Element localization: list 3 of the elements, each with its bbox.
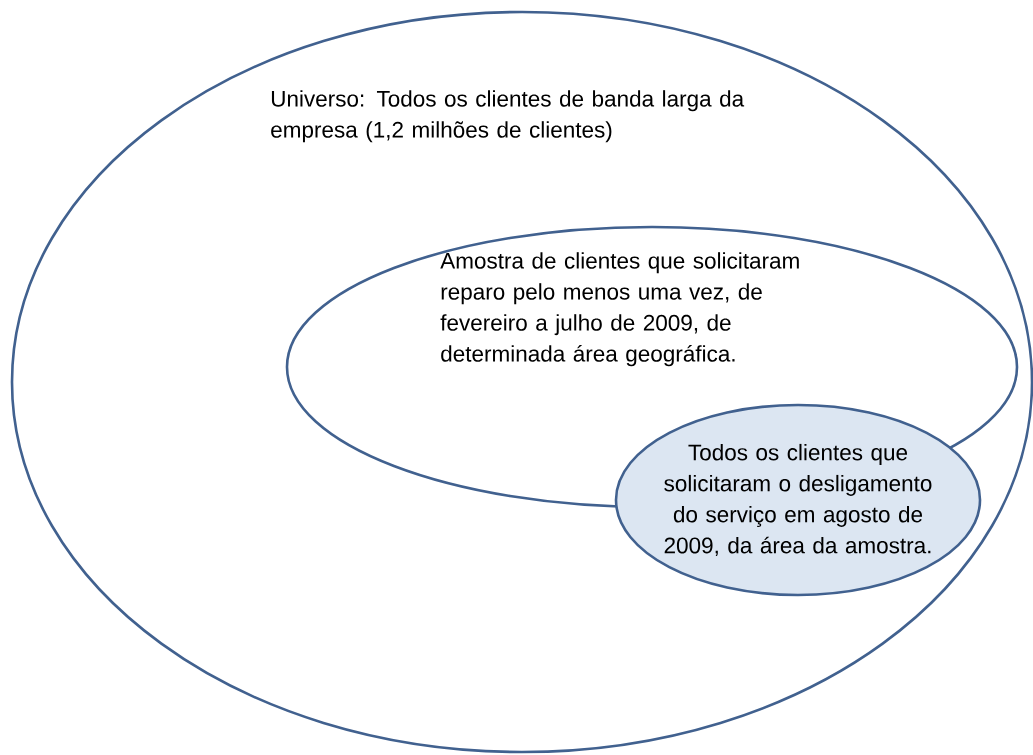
ellipse-label: Universo: Todos os clientes de banda larga da empresa (1,2 milhões de clientes) xyxy=(271,90,745,143)
ellipse-label: Amostra de clientes que solicitaram reparo pelo menos uma vez, de fevereiro a julho de 2009, de determinada área geográfica. xyxy=(440,252,799,367)
ellipse-label: Todos os clientes que solicitaram o desligamento do serviço em agosto de 2009, da área da amostra. xyxy=(664,443,932,557)
